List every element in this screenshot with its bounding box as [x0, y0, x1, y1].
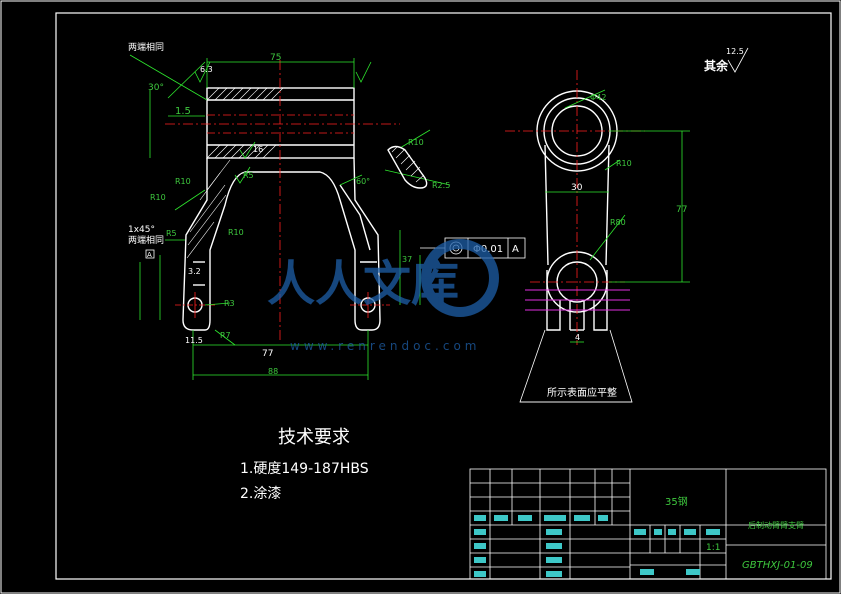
dim-r2-5: R2.5	[432, 181, 450, 190]
dim-1-5: 1.5	[175, 106, 191, 117]
dim-4: 4	[575, 333, 580, 342]
dim-30-side: 30	[571, 183, 583, 193]
watermark-logo-text: 人人文库	[267, 256, 459, 312]
dim-r10-d: R10	[408, 138, 424, 147]
dim-phi42: Φ42	[590, 93, 606, 102]
watermark-url: www.renrendoc.com	[290, 339, 480, 353]
tolerance-value: Φ0.01	[473, 244, 503, 255]
dim-r10-b: R10	[150, 193, 166, 202]
title-block: 35钢 后制动臂臂支臂 GBTHXJ-01-09 1:1	[469, 468, 827, 580]
dim-r10-a: R10	[175, 177, 191, 186]
roughness-3-2: 3.2	[188, 267, 201, 276]
dim-r5-a: R5	[243, 171, 254, 180]
dim-r10-c: R10	[228, 228, 244, 237]
drawing-number: GBTHXJ-01-09	[742, 560, 813, 571]
scale: 1:1	[706, 543, 720, 553]
roughness-6-3: 6.3	[200, 65, 213, 74]
dim-75: 75	[270, 53, 281, 63]
material: 35钢	[665, 495, 688, 508]
dim-r5-b: R5	[166, 229, 177, 238]
dim-16: 16	[253, 145, 263, 154]
part-name: 后制动臂臂支臂	[748, 520, 804, 530]
note-flat-surface: 所示表面应平整	[547, 386, 617, 399]
drawing-frame	[55, 12, 832, 580]
roughness-other-value: 12.5	[726, 47, 744, 56]
side-view	[505, 70, 690, 403]
datum-a: A	[147, 251, 152, 259]
note-top: 两端相同	[128, 41, 164, 53]
dim-r7: R7	[220, 331, 231, 340]
roughness-other-label: 其余	[704, 58, 729, 73]
tolerance-datum: A	[512, 244, 519, 255]
front-view	[129, 54, 451, 380]
dim-77-side: 77	[676, 205, 687, 215]
tech-req-item-2: 2.涂漆	[240, 486, 281, 502]
tech-req-title: 技术要求	[278, 427, 350, 448]
dim-77: 77	[262, 349, 273, 359]
tech-req-item-1: 1.硬度149-187HBS	[240, 461, 369, 477]
dim-r3: R3	[224, 299, 235, 308]
watermark: 人人文库 www.renrendoc.com	[267, 239, 499, 353]
dim-30deg: 30°	[148, 83, 164, 93]
note-left: 两端相同	[128, 234, 164, 246]
dim-11-5: 11.5	[185, 336, 203, 345]
dim-r10-side: R10	[616, 159, 632, 168]
dim-37: 37	[402, 255, 412, 264]
chamfer-label: 1x45°	[128, 225, 155, 235]
dim-60deg: 60°	[356, 177, 370, 186]
dim-r80: R80	[610, 218, 626, 227]
dim-88: 88	[268, 367, 278, 376]
